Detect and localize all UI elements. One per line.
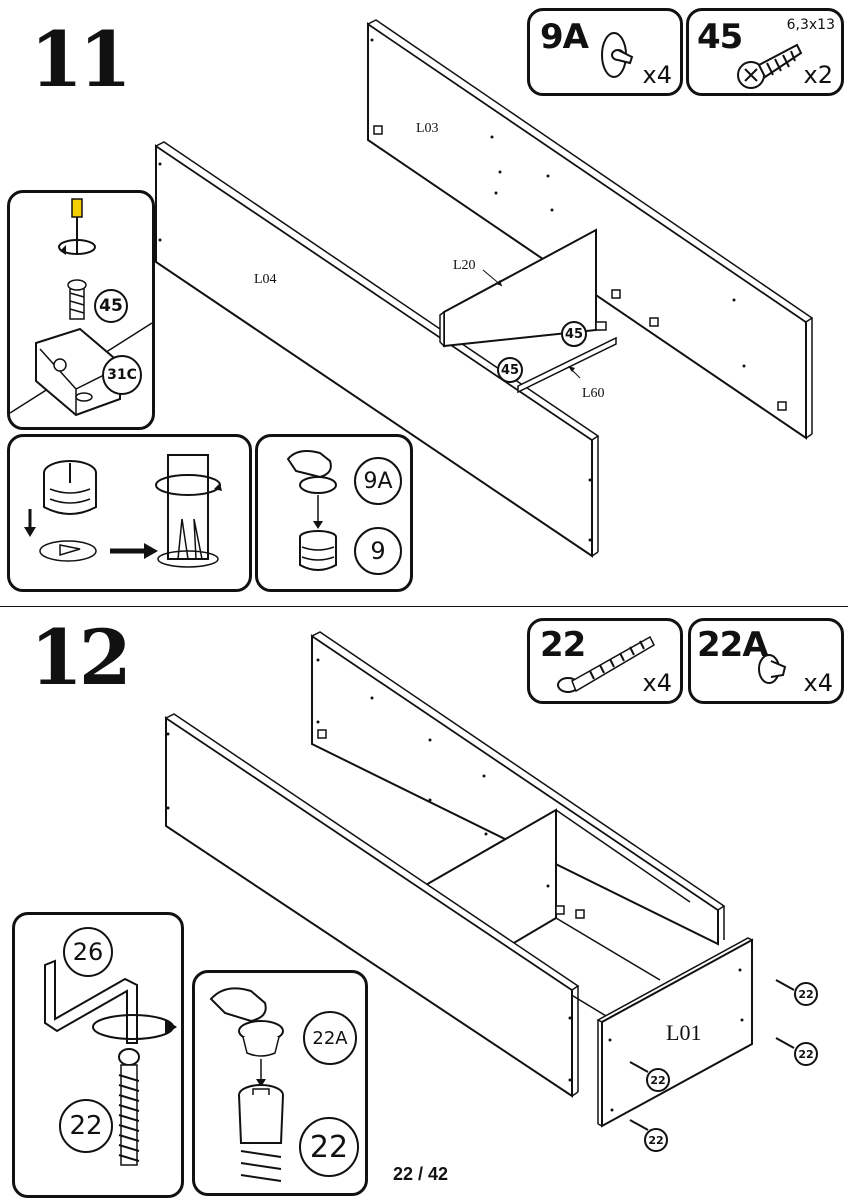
cam-lock-illustration [24, 454, 222, 568]
panel-label: L03 [416, 121, 439, 136]
detail-cam-lock [7, 434, 252, 592]
callout-9a: 9A [354, 457, 402, 505]
part-code: 22 [540, 625, 586, 665]
part-code: 22A [697, 625, 769, 665]
panel-label: L20 [453, 258, 476, 273]
screwdriver-bracket-illustration [10, 198, 152, 417]
callout-22: 22 [299, 1117, 359, 1177]
callout-22a: 22A [303, 1011, 357, 1065]
cam-cap-icon [601, 32, 634, 78]
detail-screw-cap: 22A 22 [192, 970, 368, 1196]
callout-22: 22 [59, 1099, 113, 1153]
callout-45: 45 [94, 289, 128, 323]
part-box-45: 45 6,3x13 x2 [686, 8, 844, 96]
callout-26: 26 [63, 927, 113, 977]
callout-9: 9 [354, 527, 402, 575]
callout-22: 22 [794, 982, 818, 1006]
part-qty: x4 [642, 61, 672, 89]
part-code: 9A [540, 17, 589, 57]
part-size: 6,3x13 [786, 17, 835, 33]
part-code: 45 [697, 17, 743, 57]
screw-cap-icon [758, 654, 787, 684]
allen-key-illustration [44, 959, 177, 1166]
detail-screw-bracket: 45 31C [7, 190, 155, 430]
callout-31c: 31C [102, 355, 142, 395]
screw-cap-press-illustration [209, 987, 284, 1182]
confirmat-screw-icon [557, 635, 655, 693]
detail-cam-cap: 9A 9 [255, 434, 413, 592]
part-box-22a: 22A x4 [688, 618, 844, 704]
step-number: 12 [30, 613, 132, 702]
detail-allen-key: 26 22 [12, 912, 184, 1198]
part-box-9a: 9A x4 [527, 8, 683, 96]
panel-label: L04 [254, 272, 277, 287]
panel-label: L01 [666, 1020, 702, 1045]
part-box-22: 22 x4 [527, 618, 683, 704]
callout-22: 22 [646, 1068, 670, 1092]
step-number: 11 [30, 15, 132, 104]
callout-22: 22 [644, 1128, 668, 1152]
step-divider [0, 606, 848, 607]
cam-cap-press-illustration [286, 450, 337, 571]
callout-45: 45 [561, 321, 587, 347]
callout-22: 22 [794, 1042, 818, 1066]
panel-label: L60 [582, 386, 605, 401]
part-qty: x4 [803, 669, 833, 697]
screw-icon [737, 43, 803, 89]
page-number: 22 / 42 [393, 1164, 449, 1184]
part-qty: x4 [642, 669, 672, 697]
callout-45: 45 [497, 357, 523, 383]
part-qty: x2 [803, 61, 833, 89]
step11-assembly-drawing [154, 19, 814, 558]
